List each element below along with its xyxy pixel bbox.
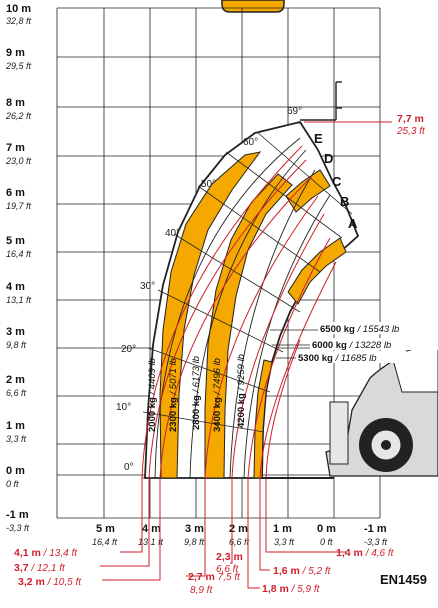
band-capacity: 2800 kg / 6173 lb [191, 356, 202, 430]
reach-callout-ft: 8,9 ft [190, 585, 213, 596]
x-label-m: 4 m [142, 523, 161, 535]
y-label-m: 3 m [6, 326, 25, 338]
telehandler-icon [262, 345, 438, 479]
reach-callouts: 4,1 m / 13,4 ft 3,7 / 12,1 ft 3,2 m / 10… [14, 547, 395, 596]
capacity-bands [159, 151, 347, 479]
reach-callout: 2,3 m [216, 551, 243, 563]
angle-label: 50° [201, 179, 216, 190]
capacity-callout: 6000 kg / 13228 lb [312, 340, 391, 351]
band-capacity: 2000 kg / 4409 lb [147, 358, 158, 432]
y-label-ft: 23,0 ft [5, 156, 32, 166]
callout-leaders [270, 329, 318, 359]
max-height-m: 7,7 m [397, 113, 424, 125]
y-label-ft: 0 ft [6, 479, 19, 489]
y-label-m: 10 m [6, 3, 31, 15]
x-label-ft: 0 ft [320, 537, 333, 547]
x-label-ft: 16,4 ft [92, 537, 118, 547]
machine-mast [329, 401, 349, 465]
band-capacity: 2300 kg / 5071 lb [168, 358, 179, 432]
y-label-ft: 6,6 ft [6, 388, 27, 398]
reach-callout: 2,7 m 7,5 ft [188, 571, 241, 583]
angle-label: 20° [121, 344, 136, 355]
x-label-ft: 6,6 ft [229, 537, 250, 547]
reach-callout: 1,4 m / 4,6 ft [336, 547, 395, 559]
callout-bg [296, 351, 406, 363]
band-4200 [253, 359, 273, 479]
y-label-m: 1 m [6, 420, 25, 432]
y-label-ft: 29,5 ft [5, 61, 32, 71]
y-label-ft: 16,4 ft [6, 249, 32, 259]
x-label-ft: -3,3 ft [364, 537, 388, 547]
zone-label: C [332, 174, 342, 189]
y-label-ft: -3,3 ft [6, 523, 30, 533]
reach-callout: 1,6 m / 5,2 ft [273, 565, 332, 577]
fork-icon [300, 81, 342, 121]
callout-bg [318, 322, 438, 334]
y-label-m: 7 m [6, 142, 25, 154]
zone-label: B [340, 194, 349, 209]
y-label-m: 5 m [6, 235, 25, 247]
capacity-callout: 5300 kg / 11685 lb [298, 353, 377, 364]
top-tab [221, 0, 285, 13]
x-label-ft: 3,3 ft [274, 537, 295, 547]
angle-labels: 0° 10° 20° 30° 40° 50° 60° 69° [116, 106, 302, 473]
y-label-m: -1 m [6, 509, 29, 521]
y-label-ft: 32,8 ft [6, 16, 32, 26]
capacity-callout: 6500 kg / 15543 lb [320, 324, 399, 335]
reach-callout: 3,2 m / 10,5 ft [18, 576, 82, 588]
reach-arcs [144, 121, 331, 479]
standard-label: EN1459 [380, 572, 427, 587]
zone-label: E [314, 131, 323, 146]
red-leaders [100, 478, 346, 589]
y-label-m: 2 m [6, 374, 25, 386]
callout-bg [310, 338, 438, 350]
y-label-m: 6 m [6, 187, 25, 199]
x-label-m: 2 m [229, 523, 248, 535]
angle-label: 69° [287, 106, 302, 117]
band-3400 [204, 173, 293, 479]
wheel-center-icon [381, 440, 391, 450]
reach-callout-ft: 6,6 ft [216, 564, 239, 575]
x-label-ft: 13,1 ft [138, 537, 164, 547]
x-label-m: 3 m [185, 523, 204, 535]
angle-label: 0° [124, 462, 134, 473]
y-axis-labels: 10 m 32,8 ft 9 m 29,5 ft 8 m 26,2 ft 7 m… [5, 3, 32, 533]
reach-callout: 4,1 m / 13,4 ft [14, 547, 78, 559]
x-axis-labels: 5 m 16,4 ft 4 m 13,1 ft 3 m 9,8 ft 2 m 6… [92, 523, 388, 547]
x-label-m: 0 m [317, 523, 336, 535]
max-height-callout: 7,7 m 25,3 ft [396, 113, 426, 137]
y-label-ft: 9,8 ft [6, 340, 27, 350]
y-label-m: 4 m [6, 281, 25, 293]
band-capacity: 4200 kg / 9259 lb [236, 354, 247, 428]
reach-callout: 3,7 / 12,1 ft [14, 562, 66, 574]
x-label-ft: 9,8 ft [184, 537, 205, 547]
max-height-ft: 25,3 ft [396, 126, 426, 137]
angle-label: 30° [140, 281, 155, 292]
y-label-ft: 26,2 ft [5, 111, 32, 121]
red-reach-curves [141, 121, 392, 479]
reach-callout: 1,8 m / 5,9 ft [262, 583, 321, 595]
y-label-ft: 3,3 ft [6, 434, 27, 444]
y-label-m: 8 m [6, 97, 25, 109]
zone-label: A [348, 216, 358, 231]
y-label-ft: 19,7 ft [6, 201, 32, 211]
angle-label: 10° [116, 402, 131, 413]
zone-labels: E D C B A [314, 131, 358, 231]
x-label-m: -1 m [364, 523, 387, 535]
x-label-m: 5 m [96, 523, 115, 535]
capacity-callouts: 6500 kg / 15543 lb 6000 kg / 13228 lb 53… [296, 322, 438, 364]
y-label-m: 0 m [6, 465, 25, 477]
band-2300 [159, 151, 262, 479]
zone-label: D [324, 151, 333, 166]
y-label-ft: 13,1 ft [6, 295, 32, 305]
x-label-m: 1 m [273, 523, 292, 535]
band-capacity: 3400 kg / 7496 lb [212, 358, 223, 432]
y-label-m: 9 m [6, 47, 25, 59]
angle-label: 60° [243, 137, 258, 148]
band-capacity-labels: 2000 kg / 4409 lb 2300 kg / 5071 lb 2800… [147, 354, 247, 432]
angle-label: 40° [165, 228, 180, 239]
